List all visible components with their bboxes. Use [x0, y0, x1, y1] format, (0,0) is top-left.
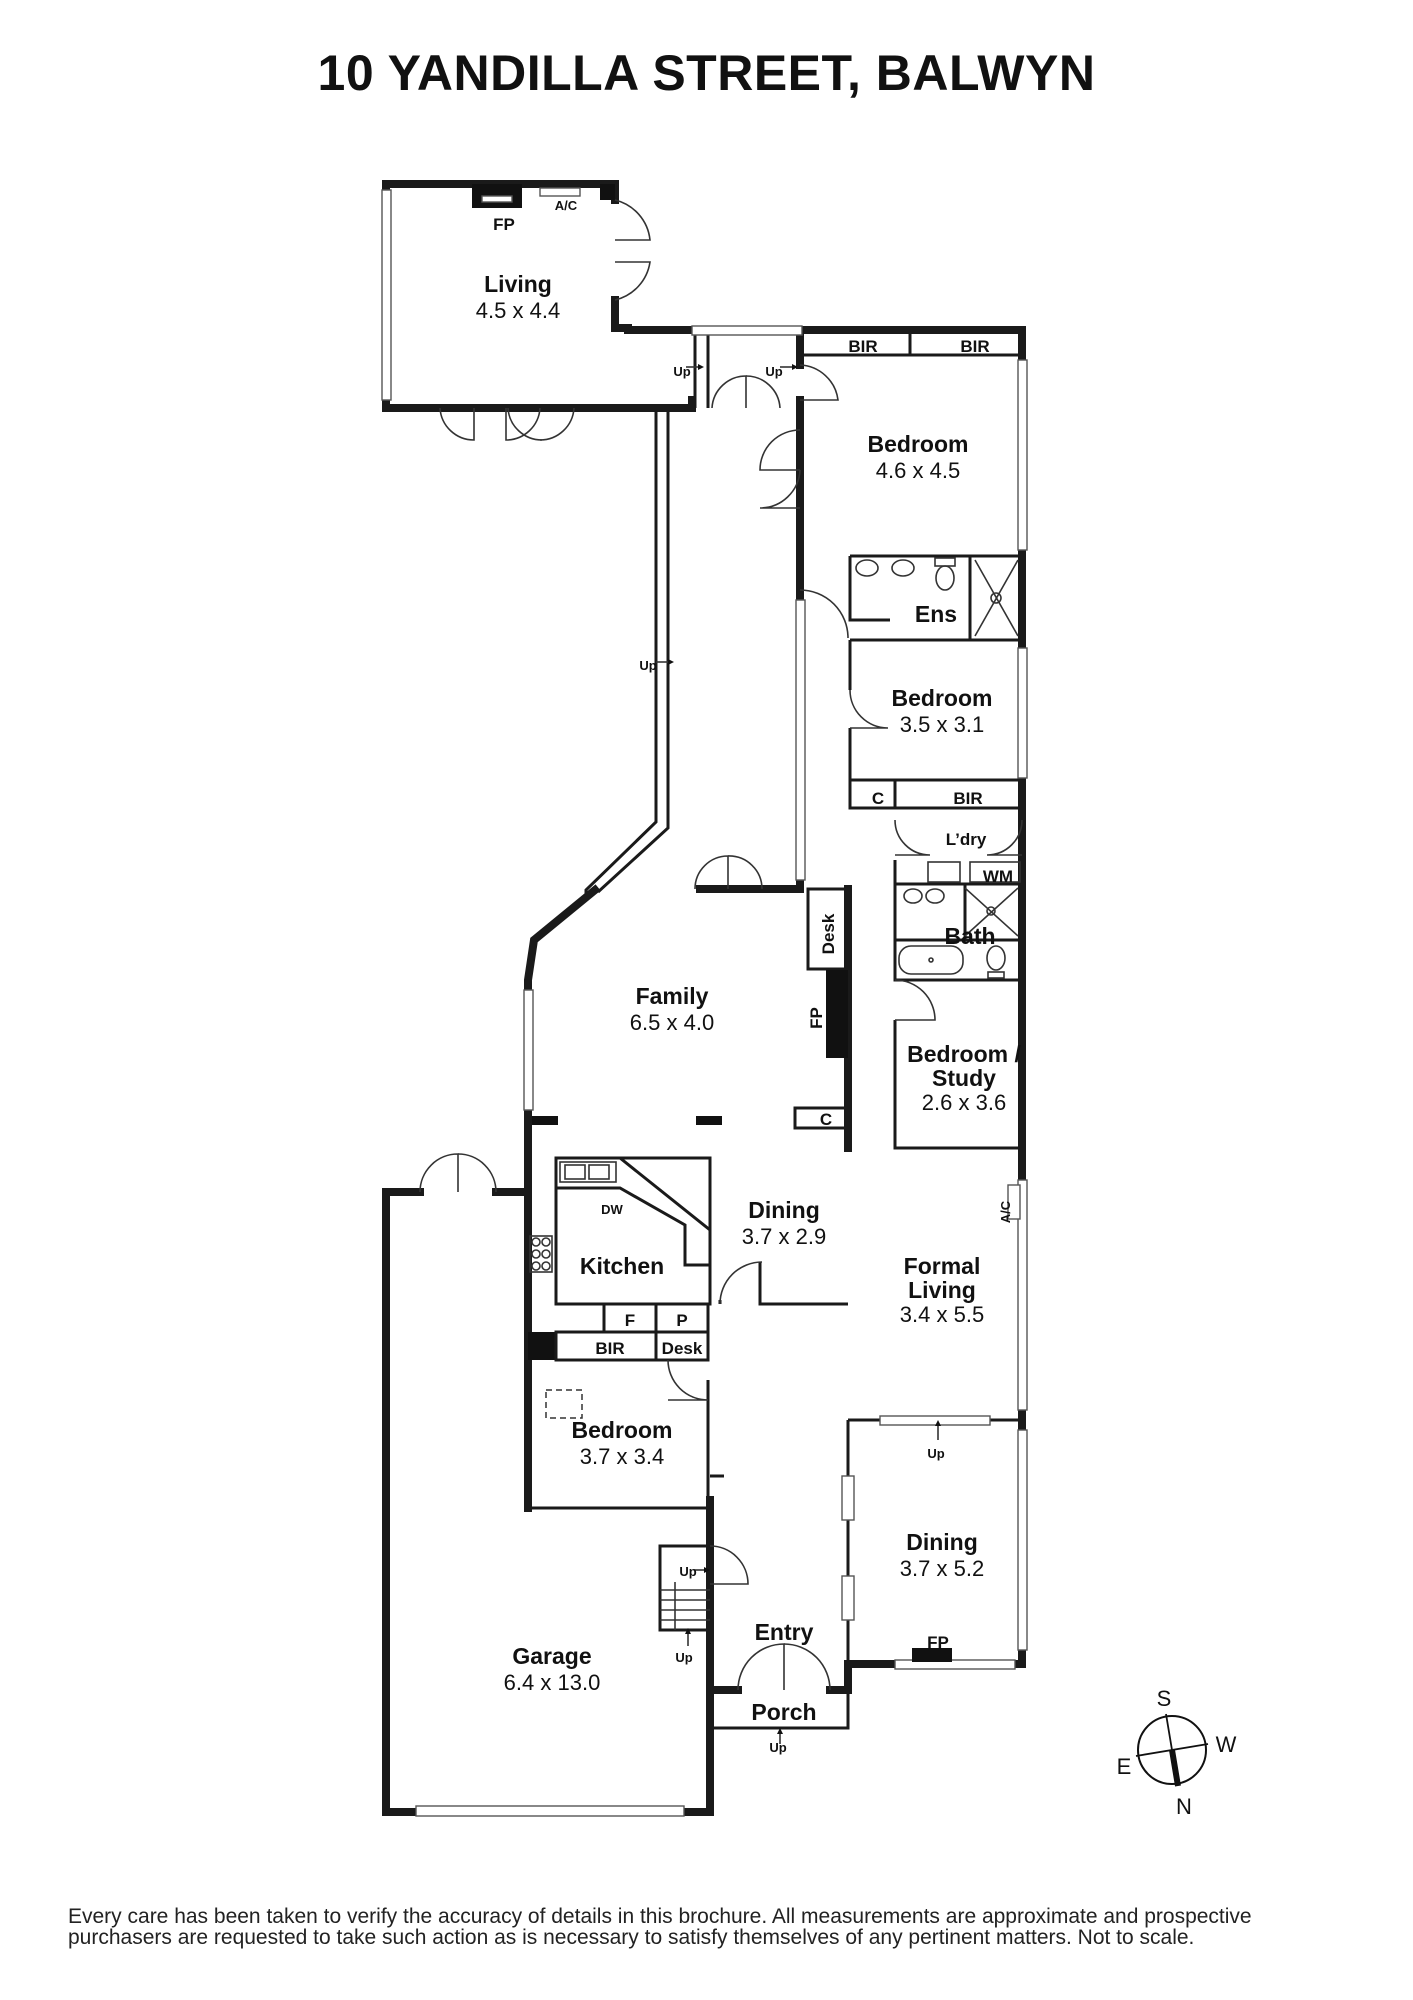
- label-bir: BIR: [595, 1339, 624, 1358]
- compass-s: S: [1157, 1686, 1172, 1711]
- label-up: Up: [675, 1650, 692, 1665]
- disclaimer: Every care has been taken to verify the …: [68, 1906, 1358, 1948]
- room-dims: 3.7 x 5.2: [900, 1556, 984, 1581]
- label-p: P: [676, 1311, 687, 1330]
- room-label-bedroom-study: Bedroom / Study 2.6 x 3.6: [907, 1041, 1021, 1115]
- room-name-line2: Living: [908, 1277, 976, 1303]
- room-label-entry: Entry: [755, 1619, 814, 1645]
- room-dims: 3.5 x 3.1: [900, 712, 984, 737]
- room-label-bedroom-3: Bedroom 3.7 x 3.4: [572, 1417, 673, 1469]
- room-label-bedroom-main: Bedroom 4.6 x 4.5: [868, 431, 969, 483]
- room-dims: 4.5 x 4.4: [476, 298, 560, 323]
- room-dims: 4.6 x 4.5: [876, 458, 960, 483]
- compass-n: N: [1176, 1794, 1192, 1819]
- room-name: Entry: [755, 1619, 814, 1645]
- label-desk: Desk: [819, 913, 838, 954]
- room-label-laundry: L’dry: [946, 830, 987, 849]
- room-name: Bedroom: [572, 1417, 673, 1443]
- room-name: Porch: [751, 1699, 816, 1725]
- label-fp: FP: [493, 215, 515, 234]
- room-label-dining-1: Dining 3.7 x 2.9: [742, 1197, 826, 1249]
- label-bir: BIR: [960, 337, 989, 356]
- room-label-living-rear: Living 4.5 x 4.4: [476, 271, 560, 323]
- room-name: Dining: [748, 1197, 820, 1223]
- fixtures: [472, 184, 1021, 1662]
- room-name: Family: [636, 983, 709, 1009]
- label-up: Up: [765, 364, 782, 379]
- internal-walls: [528, 326, 1024, 1664]
- label-up: Up: [769, 1740, 786, 1755]
- disclaimer-line-1: Every care has been taken to verify the …: [68, 1905, 1252, 1928]
- room-name: Bedroom /: [907, 1041, 1021, 1067]
- compass: S W E N: [1117, 1686, 1237, 1819]
- compass-e: E: [1117, 1754, 1132, 1779]
- room-name: L’dry: [946, 830, 987, 849]
- label-bir: BIR: [848, 337, 877, 356]
- fixture-labels: FP A/C BIR BIR Up Up Up C BIR WM Desk FP…: [493, 198, 1013, 1755]
- label-up: Up: [639, 658, 656, 673]
- label-desk: Desk: [662, 1339, 703, 1358]
- label-wm: WM: [983, 867, 1013, 886]
- room-label-ensuite: Ens: [915, 601, 957, 627]
- label-ac: A/C: [555, 198, 578, 213]
- room-label-porch: Porch: [751, 1699, 816, 1725]
- room-dims: 6.5 x 4.0: [630, 1010, 714, 1035]
- label-f: F: [625, 1311, 635, 1330]
- room-name: Bath: [944, 923, 995, 949]
- room-name: Kitchen: [580, 1253, 664, 1279]
- disclaimer-line-2: purchasers are requested to take such ac…: [68, 1926, 1195, 1949]
- label-c: C: [872, 789, 884, 808]
- room-dims: 3.7 x 3.4: [580, 1444, 664, 1469]
- room-label-garage: Garage 6.4 x 13.0: [504, 1643, 601, 1695]
- room-name: Ens: [915, 601, 957, 627]
- room-label-formal-living: Formal Living 3.4 x 5.5: [900, 1253, 984, 1327]
- room-label-bedroom-2: Bedroom 3.5 x 3.1: [892, 685, 993, 737]
- room-name: Bedroom: [892, 685, 993, 711]
- room-name: Formal: [904, 1253, 981, 1279]
- room-label-kitchen: Kitchen: [580, 1253, 664, 1279]
- room-dims: 3.7 x 2.9: [742, 1224, 826, 1249]
- doors: [419, 199, 1023, 1691]
- label-bir: BIR: [953, 789, 982, 808]
- room-label-bath: Bath: [944, 923, 995, 949]
- label-ac: A/C: [998, 1200, 1013, 1223]
- label-up: Up: [673, 364, 690, 379]
- page-title: 10 YANDILLA STREET, BALWYN: [317, 45, 1096, 101]
- windows: [381, 189, 1028, 1670]
- label-c: C: [820, 1110, 832, 1129]
- room-label-dining-2: Dining 3.7 x 5.2: [900, 1529, 984, 1581]
- room-dims: 6.4 x 13.0: [504, 1670, 601, 1695]
- room-label-family: Family 6.5 x 4.0: [630, 983, 714, 1035]
- room-dims: 2.6 x 3.6: [922, 1090, 1006, 1115]
- label-fp: FP: [927, 1633, 949, 1652]
- label-fp: FP: [807, 1007, 826, 1029]
- compass-w: W: [1216, 1732, 1237, 1757]
- label-up: Up: [679, 1564, 696, 1579]
- room-name: Garage: [512, 1643, 591, 1669]
- room-name: Dining: [906, 1529, 978, 1555]
- room-name: Living: [484, 271, 552, 297]
- step-arrows: [656, 364, 941, 1744]
- label-up: Up: [927, 1446, 944, 1461]
- room-name: Bedroom: [868, 431, 969, 457]
- room-name-line2: Study: [932, 1065, 996, 1091]
- label-dw: DW: [601, 1202, 623, 1217]
- room-dims: 3.4 x 5.5: [900, 1302, 984, 1327]
